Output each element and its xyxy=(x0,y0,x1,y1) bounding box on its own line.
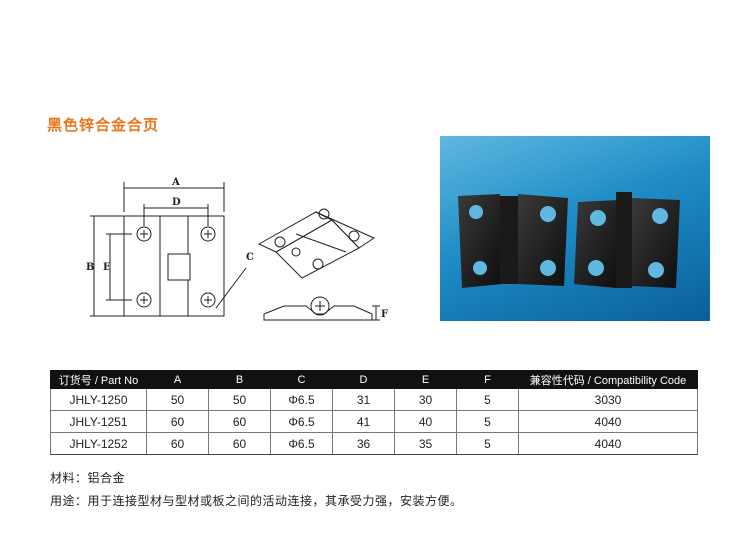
cell-d: 31 xyxy=(332,388,395,411)
cell-a: 50 xyxy=(146,388,209,411)
cell-e: 30 xyxy=(394,388,457,411)
cell-c: Φ6.5 xyxy=(270,432,333,455)
cell-e: 35 xyxy=(394,432,457,455)
table-row: JHLY-1251 60 60 Φ6.5 41 40 5 4040 xyxy=(50,410,698,433)
dim-label-b: B xyxy=(86,262,94,273)
cell-c: Φ6.5 xyxy=(270,388,333,411)
technical-drawing: A D B E C F xyxy=(86,177,388,321)
product-photo xyxy=(440,136,710,321)
cell-b: 60 xyxy=(208,410,271,433)
product-title: 黑色锌合金合页 xyxy=(47,116,160,134)
col-header-d: D xyxy=(332,370,395,389)
cell-b: 60 xyxy=(208,432,271,455)
dim-label-c: C xyxy=(246,252,254,263)
col-header-part-no: 订货号 / Part No xyxy=(50,370,147,389)
dim-label-d: D xyxy=(172,197,181,208)
cell-a: 60 xyxy=(146,432,209,455)
cell-f: 5 xyxy=(456,410,519,433)
cell-a: 60 xyxy=(146,410,209,433)
cell-f: 5 xyxy=(456,432,519,455)
hinge-photo-illustration xyxy=(458,192,680,288)
cell-d: 36 xyxy=(332,432,395,455)
cell-part-no: JHLY-1252 xyxy=(50,432,147,455)
col-header-a: A xyxy=(146,370,209,389)
table-row: JHLY-1252 60 60 Φ6.5 36 35 5 4040 xyxy=(50,432,698,455)
product-notes: 材料：铝合金 用途：用于连接型材与型材或板之间的活动连接，其承受力强，安装方便。 xyxy=(50,469,463,515)
cell-b: 50 xyxy=(208,388,271,411)
material-note: 材料：铝合金 xyxy=(50,471,126,485)
table-header-row: 订货号 / Part No A B C D E F 兼容性代码 / Compat… xyxy=(50,370,698,389)
col-header-compat: 兼容性代码 / Compatibility Code xyxy=(518,370,698,389)
cell-part-no: JHLY-1251 xyxy=(50,410,147,433)
table-row: JHLY-1250 50 50 Φ6.5 31 30 5 3030 xyxy=(50,388,698,411)
dim-label-a: A xyxy=(171,177,180,188)
cell-c: Φ6.5 xyxy=(270,410,333,433)
cell-f: 5 xyxy=(456,388,519,411)
cell-compat: 4040 xyxy=(518,432,698,455)
cell-e: 40 xyxy=(394,410,457,433)
spec-table: 订货号 / Part No A B C D E F 兼容性代码 / Compat… xyxy=(50,370,698,455)
col-header-f: F xyxy=(456,370,519,389)
cell-compat: 3030 xyxy=(518,388,698,411)
cell-d: 41 xyxy=(332,410,395,433)
col-header-c: C xyxy=(270,370,333,389)
dim-label-f: F xyxy=(381,309,388,320)
col-header-b: B xyxy=(208,370,271,389)
cell-compat: 4040 xyxy=(518,410,698,433)
dim-label-e: E xyxy=(103,262,111,273)
col-header-e: E xyxy=(394,370,457,389)
usage-note: 用途：用于连接型材与型材或板之间的活动连接，其承受力强，安装方便。 xyxy=(50,494,463,508)
cell-part-no: JHLY-1250 xyxy=(50,388,147,411)
